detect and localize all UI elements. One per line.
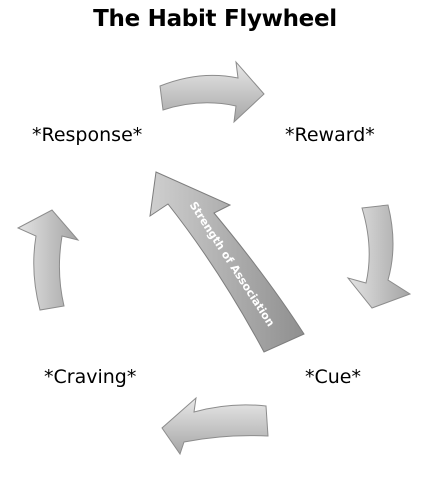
node-reward: *Reward* (285, 124, 375, 146)
center-arrow (149, 171, 305, 353)
arrow-craving-to-response (16, 209, 80, 311)
node-cue: *Cue* (305, 366, 361, 388)
center-arrow-label: Strength of Association (187, 199, 278, 329)
diagram-title: The Habit Flywheel (93, 6, 337, 32)
node-response: *Response* (32, 124, 143, 146)
arrow-reward-to-cue (346, 204, 412, 309)
arrow-cue-to-craving (161, 396, 269, 456)
node-craving: *Craving* (44, 366, 137, 388)
arrow-response-to-reward (159, 60, 265, 124)
